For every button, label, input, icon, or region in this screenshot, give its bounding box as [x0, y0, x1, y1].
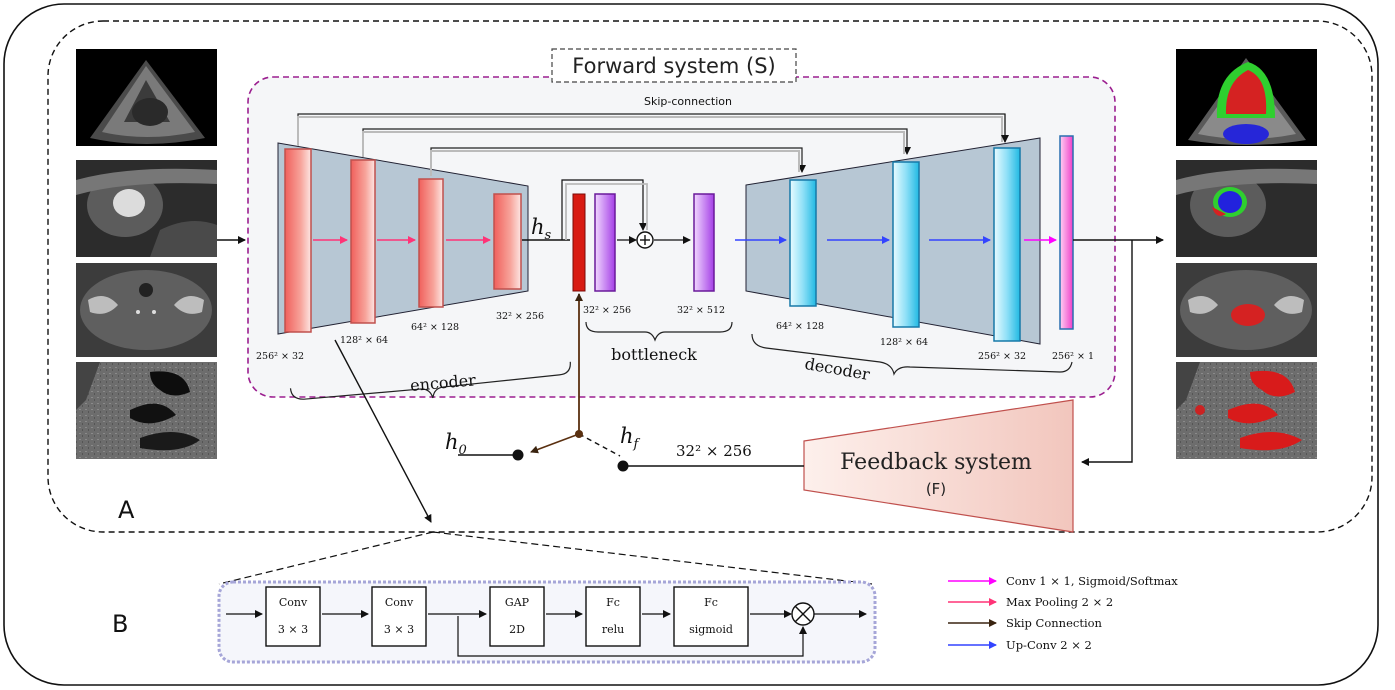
- encoder-dim-4: 32² × 256: [496, 311, 544, 322]
- conv2-size: 3 × 3: [384, 623, 414, 636]
- decoder-dim-2: 128² × 64: [880, 337, 928, 348]
- bottleneck-brace: [585, 321, 733, 342]
- hs-symbol: hs: [531, 215, 552, 243]
- switch-node: [575, 430, 583, 438]
- skip-connection-2-shadow: [362, 131, 905, 157]
- feedback-dim: 32² × 256: [676, 442, 752, 460]
- decoder-block-1: [789, 179, 817, 307]
- gap-label: GAP: [505, 596, 530, 609]
- encoder-dim-2: 128² × 64: [340, 335, 388, 346]
- feedback-input-arrow: [1081, 240, 1133, 466]
- feedback-system-block: [803, 399, 1074, 533]
- input-image-pelvis-ct: [76, 263, 217, 357]
- zoom-dashed-right: [432, 531, 873, 585]
- decoder-brace: [751, 333, 1073, 376]
- bottleneck-dim-1: 32² × 256: [583, 305, 631, 316]
- skip-connection-3-shadow: [430, 150, 800, 176]
- output-image-cardiac-mri: [1176, 160, 1317, 257]
- fc2-label: Fc: [704, 596, 718, 609]
- output-image-pelvis-ct: [1176, 263, 1317, 357]
- gap-size: 2D: [509, 623, 525, 636]
- fc1-label: Fc: [606, 596, 620, 609]
- fc2-box: [673, 586, 749, 647]
- output-layer: [1059, 135, 1074, 330]
- feedback-fusion-block: [572, 193, 586, 292]
- residual-connection: [561, 179, 647, 240]
- fc1-box: [585, 586, 641, 647]
- h0-switch-arrow: [530, 433, 580, 454]
- input-image-abdominal-ct: [76, 362, 217, 459]
- section-a-label: A: [118, 496, 135, 524]
- fc1-activation: relu: [602, 623, 624, 636]
- skip-connection-1-shadow: [297, 116, 1003, 146]
- output-image-abdominal-ct: [1176, 362, 1317, 459]
- input-image-echo: [76, 49, 217, 146]
- legend-label-conv: Conv 1 × 1, Sigmoid/Softmax: [1006, 574, 1178, 588]
- zoom-arrow: [334, 339, 432, 523]
- panel-a-frame: [47, 20, 1373, 533]
- feedback-system-subtitle: (F): [926, 480, 946, 498]
- output-image-echo: [1176, 49, 1317, 146]
- conv2-label: Conv: [385, 596, 414, 609]
- bottleneck-dim-2: 32² × 512: [677, 305, 725, 316]
- encoder-block-2: [350, 159, 376, 324]
- bottleneck-block-2: [693, 193, 715, 292]
- bottleneck-label: bottleneck: [611, 345, 697, 364]
- att-skip-path: [457, 616, 807, 657]
- conv1-label: Conv: [279, 596, 308, 609]
- conv1-size: 3 × 3: [278, 623, 308, 636]
- encoder-trapezoid: [277, 142, 529, 335]
- legend-label-skip: Skip Connection: [1006, 616, 1103, 630]
- decoder-block-2: [892, 161, 920, 328]
- feedback-system-title: Feedback system: [840, 450, 1032, 475]
- legend-label-maxpool: Max Pooling 2 × 2: [1006, 595, 1113, 609]
- input-image-cardiac-mri: [76, 160, 217, 257]
- bottleneck-block-1: [594, 193, 616, 292]
- decoder-block-3: [993, 147, 1021, 342]
- gap-box: [489, 586, 545, 647]
- forward-system-title-box: [551, 48, 797, 83]
- skip-connection-label: Skip-connection: [644, 95, 732, 108]
- encoder-block-1: [284, 148, 312, 333]
- conv1-box: [265, 586, 321, 647]
- outer-frame: [3, 3, 1379, 686]
- zoom-dashed-left: [218, 531, 434, 585]
- section-b-label: B: [112, 610, 128, 638]
- h0-symbol: h0: [445, 430, 467, 458]
- encoder-dim-3: 64² × 128: [411, 322, 459, 333]
- decoder-dim-1: 64² × 128: [776, 321, 824, 332]
- encoder-dim-1: 256² × 32: [256, 351, 304, 362]
- output-dim: 256² × 1: [1052, 351, 1094, 362]
- encoder-brace: [289, 361, 571, 400]
- hf-symbol: hf: [620, 424, 641, 452]
- encoder-block-3: [418, 178, 444, 308]
- forward-system-title: Forward system (S): [572, 54, 775, 78]
- conv2-box: [371, 586, 427, 647]
- hf-switch-dashed: [578, 433, 621, 457]
- h0-node: [512, 449, 524, 461]
- residual-connection-shadow: [565, 183, 648, 240]
- legend-label-upconv: Up-Conv 2 × 2: [1006, 638, 1092, 652]
- hf-node: [617, 460, 629, 472]
- fc2-activation: sigmoid: [689, 623, 733, 636]
- encoder-block-4: [493, 193, 522, 290]
- decoder-dim-3: 256² × 32: [978, 351, 1026, 362]
- multiply-icon-b: [794, 605, 812, 623]
